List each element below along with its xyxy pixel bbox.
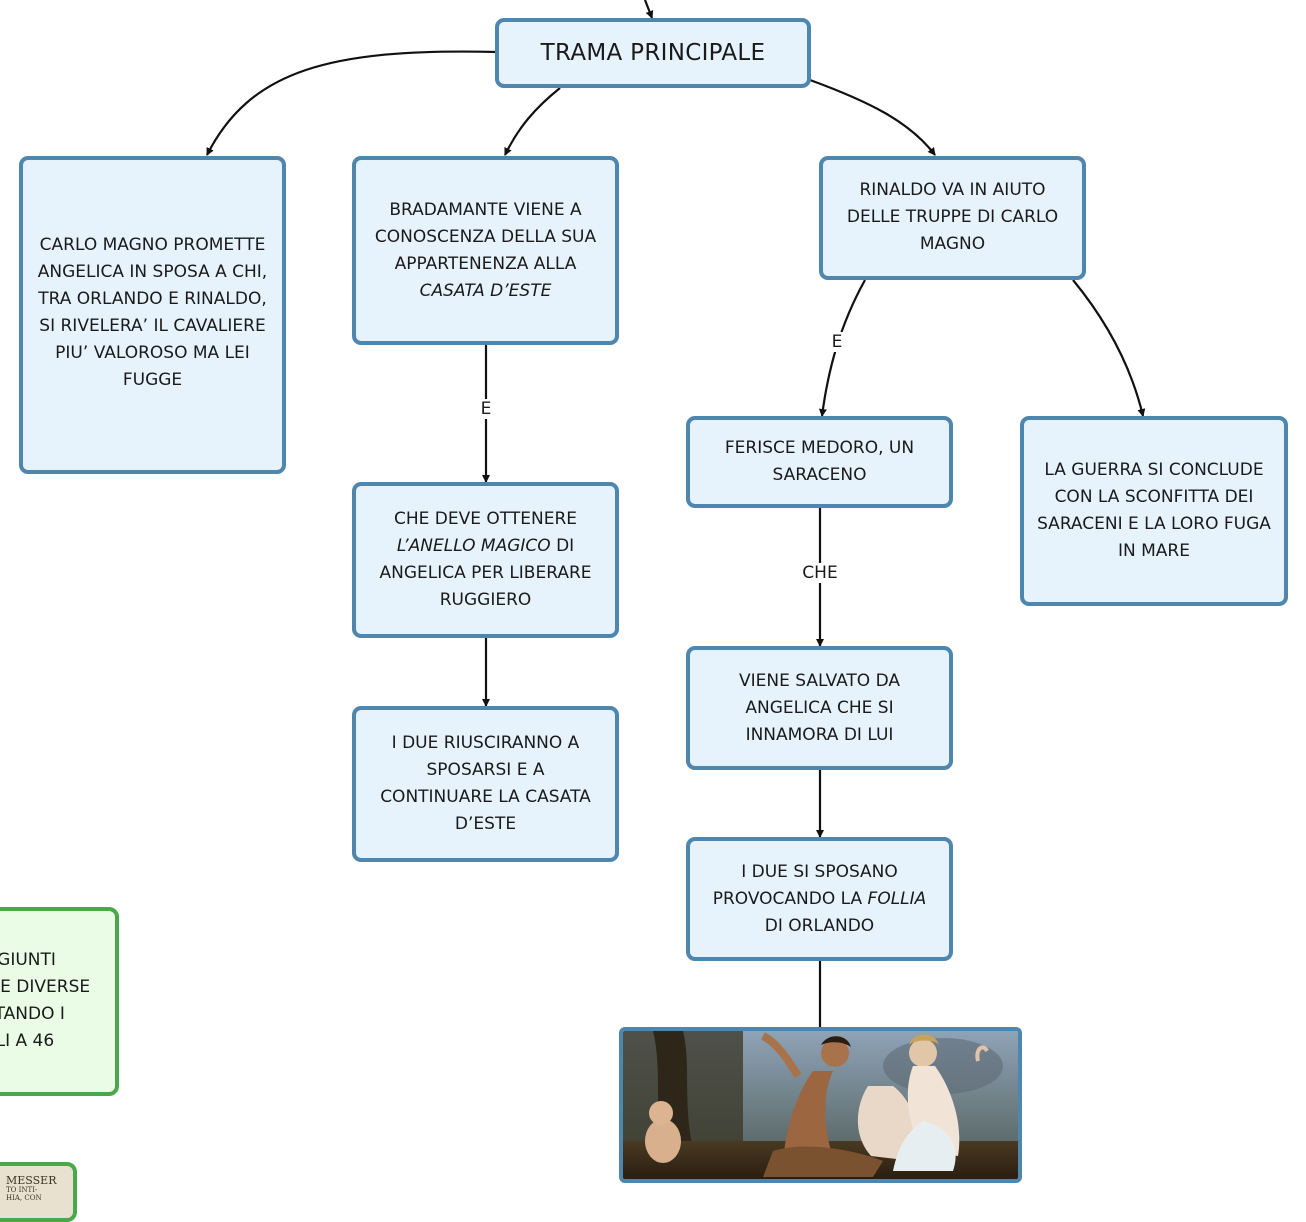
link-label-e-rinaldo: E bbox=[829, 332, 845, 352]
link-top-incoming bbox=[643, 0, 654, 19]
link-label-e-bradamante: E bbox=[478, 399, 494, 419]
node-ferisce-medoro[interactable]: FERISCE MEDORO, UN SARACENO bbox=[686, 416, 953, 508]
link-rinaldo-guerra bbox=[1072, 279, 1146, 417]
node-text: CHE DEVE OTTENERE bbox=[393, 509, 577, 529]
node-text: ANGELICA IN SPOSA A CHI, bbox=[37, 262, 268, 282]
node-text: BRADAMANTE VIENE A bbox=[389, 200, 582, 220]
root-node[interactable]: TRAMA PRINCIPALE bbox=[495, 18, 811, 88]
node-text: PIU’ VALOROSO MA LEI bbox=[55, 343, 250, 363]
node-text: LA GUERRA SI CONCLUDE bbox=[1044, 460, 1264, 480]
node-text: PROVOCANDO LA bbox=[712, 889, 868, 909]
node-sposarsi[interactable]: I DUE RIUSCIRANNO A SPOSARSI E A CONTINU… bbox=[352, 706, 619, 862]
node-anello-magico[interactable]: CHE DEVE OTTENERE L’ANELLO MAGICO DI ANG… bbox=[352, 482, 619, 638]
node-text: VIENE SALVATO DA bbox=[738, 671, 901, 691]
link-label-che: CHE bbox=[800, 563, 840, 583]
node-text: DI bbox=[550, 536, 575, 556]
node-text-italic: FOLLIA bbox=[867, 889, 927, 909]
node-text-italic: L’ANELLO MAGICO bbox=[396, 536, 551, 556]
node-text: DELLE TRUPPE DI CARLO bbox=[846, 207, 1059, 227]
node-text: CONTINUARE LA CASATA bbox=[380, 787, 591, 807]
node-text: INNAMORA DI LUI bbox=[745, 725, 894, 745]
thumbnail-text: HIA, CON bbox=[6, 1194, 42, 1202]
node-text: RUGGIERO bbox=[439, 590, 532, 610]
node-text: ANGELICA PER LIBERARE bbox=[379, 563, 592, 583]
node-text: CON LA SCONFITTA DEI bbox=[1054, 487, 1254, 507]
node-text: CONOSCENZA DELLA SUA bbox=[374, 227, 597, 247]
thumbnail-text: MESSER bbox=[6, 1174, 57, 1187]
thumbnail-text: TO INTI- bbox=[6, 1186, 38, 1194]
node-guerra[interactable]: LA GUERRA SI CONCLUDE CON LA SCONFITTA D… bbox=[1020, 416, 1288, 606]
node-rinaldo[interactable]: RINALDO VA IN AIUTO DELLE TRUPPE DI CARL… bbox=[819, 156, 1086, 280]
node-text: SI RIVELERA’ IL CAVALIERE bbox=[39, 316, 266, 336]
link-root-rinaldo bbox=[809, 78, 936, 156]
node-text: I DUE SI SPOSANO bbox=[741, 862, 898, 882]
node-text: SPOSARSI E A bbox=[426, 760, 545, 780]
node-text: IN MARE bbox=[1118, 541, 1190, 561]
node-text: TRA ORLANDO E RINALDO, bbox=[38, 289, 267, 309]
book-thumbnail[interactable]: MESSER TO INTI- HIA, CON bbox=[0, 1162, 77, 1222]
painting-image[interactable] bbox=[619, 1027, 1022, 1183]
node-carlo-magno[interactable]: CARLO MAGNO PROMETTE ANGELICA IN SPOSA A… bbox=[19, 156, 286, 474]
side-note-text: RTANDO I bbox=[0, 1004, 65, 1024]
node-text-mixed: PROVOCANDO LA FOLLIA bbox=[713, 886, 927, 913]
root-title: TRAMA PRINCIPALE bbox=[540, 39, 766, 66]
node-text-italic: CASATA D’ESTE bbox=[419, 281, 552, 301]
link-root-carlo bbox=[206, 50, 498, 156]
node-text: FUGGE bbox=[122, 370, 183, 390]
node-text: D’ESTE bbox=[454, 814, 517, 834]
side-note-text: GGIUNTI bbox=[0, 950, 56, 970]
node-sposano-follia[interactable]: I DUE SI SPOSANO PROVOCANDO LA FOLLIA DI… bbox=[686, 837, 953, 961]
side-note-text: ALI A 46 bbox=[0, 1031, 55, 1051]
node-text-mixed: L’ANELLO MAGICO DI bbox=[397, 533, 574, 560]
node-text: SARACENI E LA LORO FUGA bbox=[1037, 514, 1271, 534]
node-text: RINALDO VA IN AIUTO bbox=[859, 180, 1046, 200]
node-salvato[interactable]: VIENE SALVATO DA ANGELICA CHE SI INNAMOR… bbox=[686, 646, 953, 770]
node-text: ANGELICA CHE SI bbox=[745, 698, 894, 718]
side-note-text: E E DIVERSE bbox=[0, 977, 91, 997]
node-bradamante[interactable]: BRADAMANTE VIENE A CONOSCENZA DELLA SUA … bbox=[352, 156, 619, 345]
node-text: FERISCE MEDORO, UN bbox=[724, 438, 915, 458]
node-text: DI ORLANDO bbox=[764, 916, 875, 936]
node-text: SARACENO bbox=[772, 465, 867, 485]
side-note-box[interactable]: GGIUNTI E E DIVERSE RTANDO I ALI A 46 bbox=[0, 907, 119, 1096]
painting-illustration bbox=[623, 1031, 1018, 1179]
link-root-bradamante bbox=[504, 87, 561, 156]
node-text: CARLO MAGNO PROMETTE bbox=[39, 235, 266, 255]
node-text: MAGNO bbox=[919, 234, 986, 254]
node-text: APPARTENENZA ALLA bbox=[394, 254, 577, 274]
node-text: I DUE RIUSCIRANNO A bbox=[391, 733, 580, 753]
